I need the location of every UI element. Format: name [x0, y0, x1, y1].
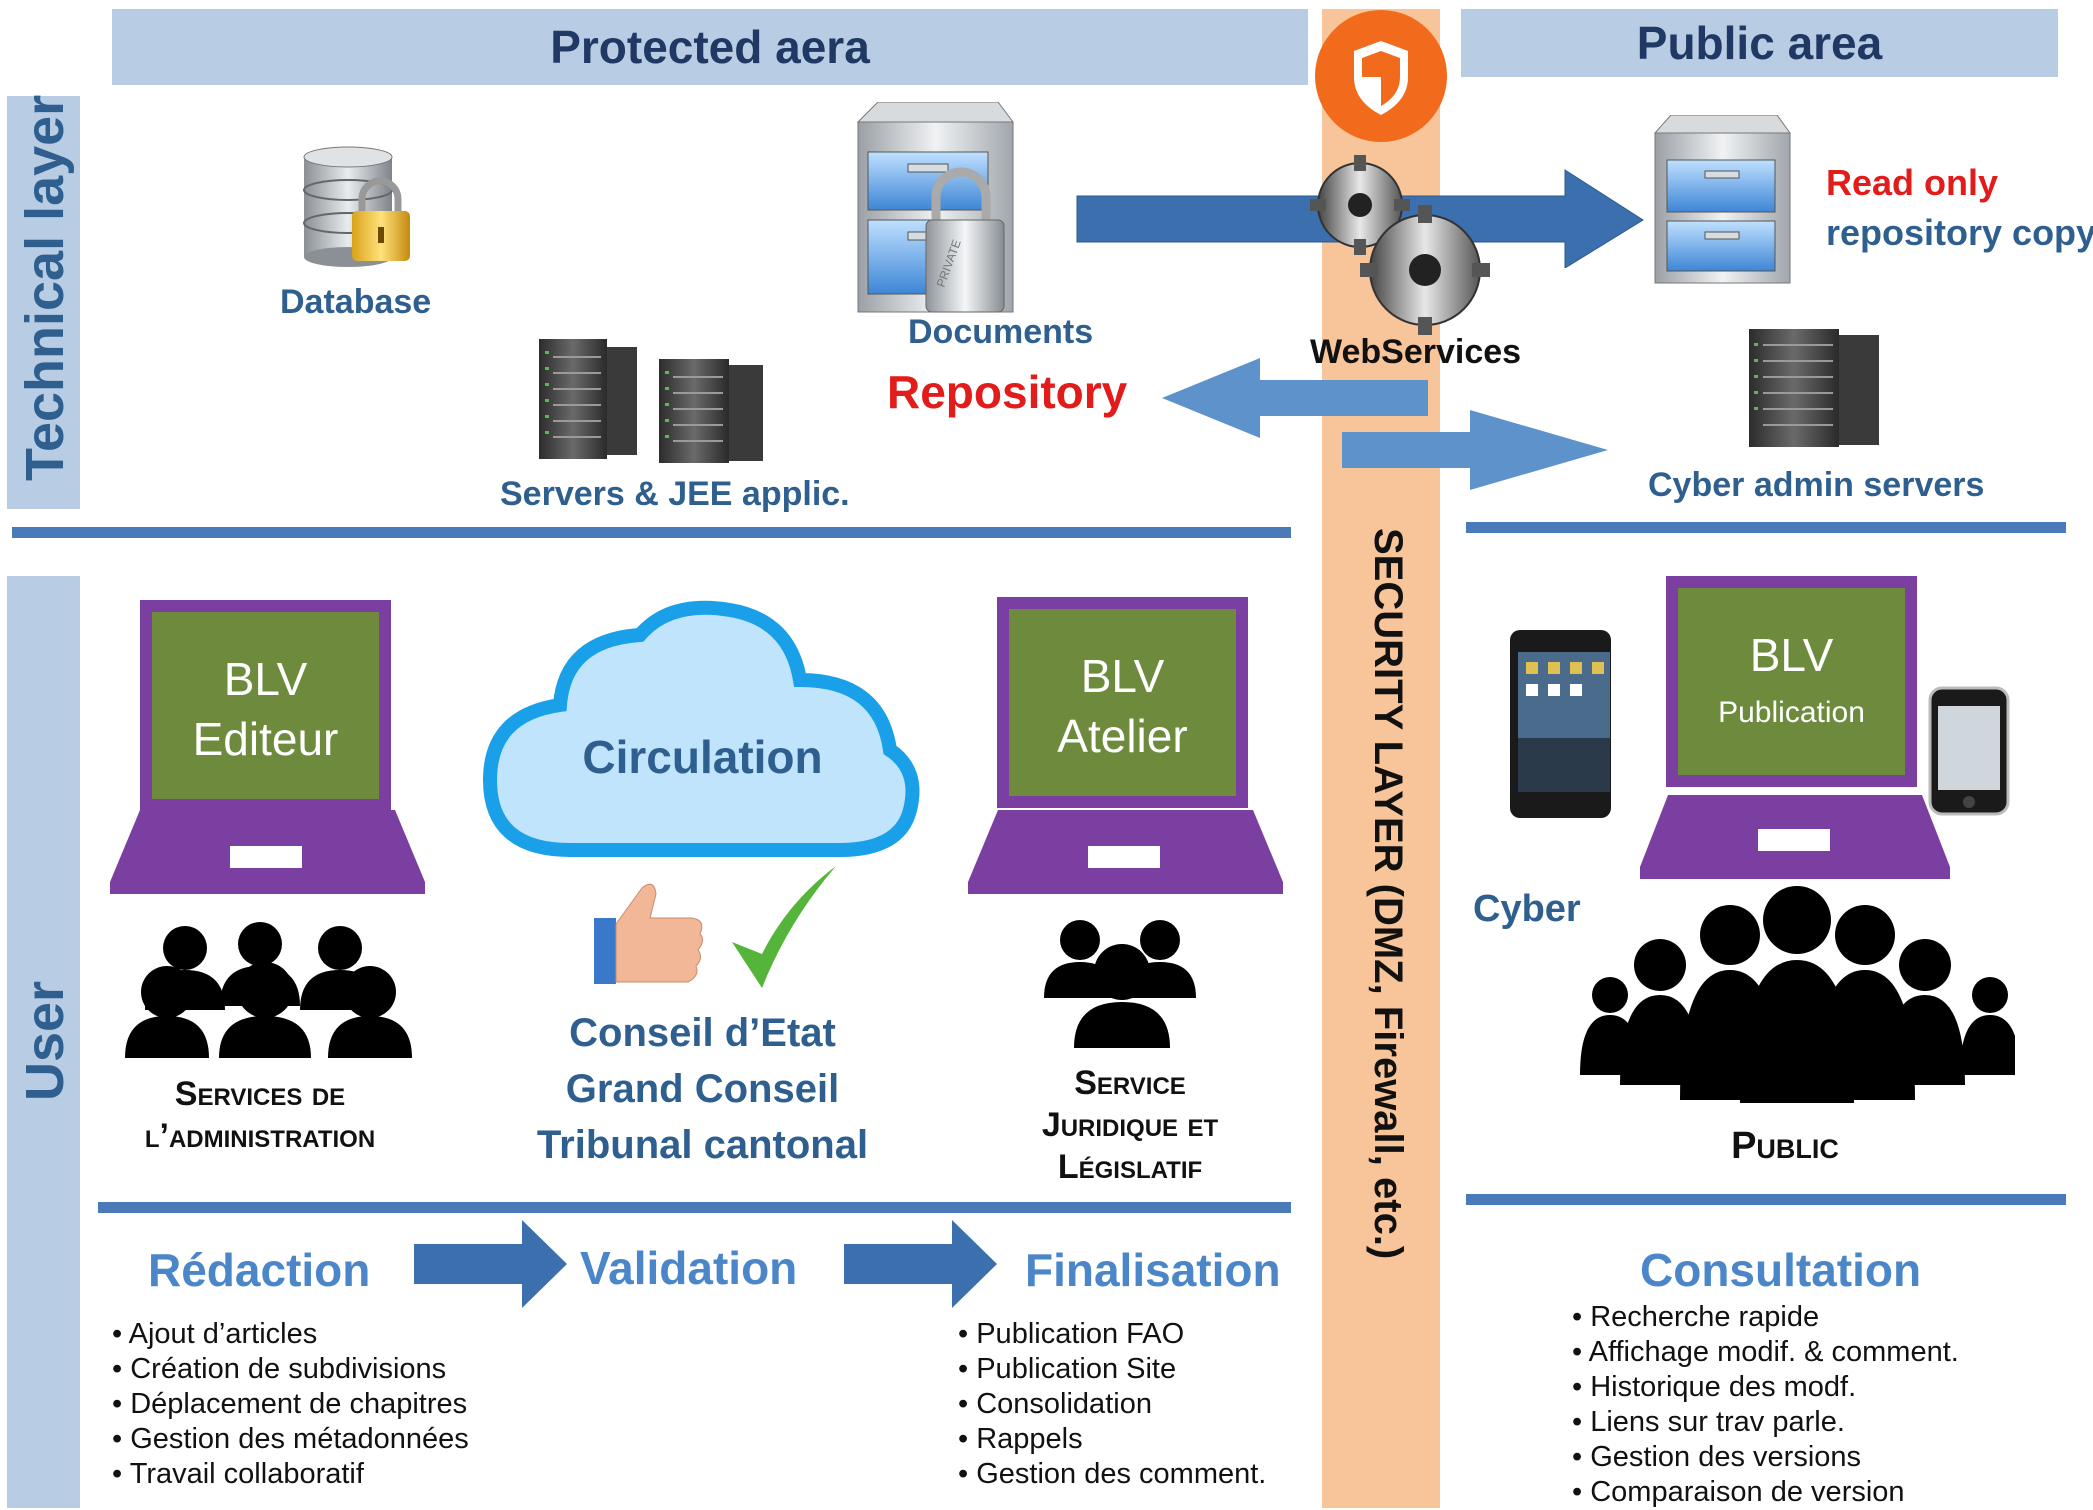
publication-laptop-base: [1640, 795, 1950, 879]
list-item: Publication FAO: [958, 1317, 1266, 1352]
thumbs-up-icon: [594, 883, 704, 984]
list-item: Création de subdivisions: [112, 1352, 469, 1387]
public-caption: Public: [1731, 1125, 1839, 1167]
list-item: Comparaison de version: [1572, 1475, 1959, 1510]
people-group-icon-left: [125, 922, 412, 1058]
list-item: Historique des modf.: [1572, 1370, 1959, 1405]
list-item: Rappels: [958, 1422, 1266, 1457]
protected-area-band: [112, 9, 1308, 85]
list-item: Gestion des métadonnées: [112, 1422, 469, 1457]
cyber-admin-label: Cyber admin servers: [1648, 466, 1985, 504]
documents-label: Documents: [908, 313, 1094, 351]
circulation-label: Circulation: [582, 731, 823, 783]
atelier-line2: Atelier: [1057, 710, 1188, 762]
read-only-line1: Read only: [1826, 162, 1999, 203]
list-item: Liens sur trav parle.: [1572, 1405, 1959, 1440]
divider-user-right: [1466, 1194, 2066, 1205]
database-label: Database: [280, 283, 432, 321]
tablet-icon: [1510, 630, 1611, 818]
protected-area-title: Protected aera: [550, 21, 870, 73]
list-item: Gestion des comment.: [958, 1457, 1266, 1492]
user-label: User: [15, 980, 75, 1102]
divider-user-left: [98, 1202, 1291, 1213]
public-area-title: Public area: [1636, 17, 1883, 69]
webservices-label: WebServices: [1310, 333, 1522, 371]
locked-cabinet-icon: PRIVATE: [856, 102, 1014, 313]
editeur-line1: BLV: [223, 653, 308, 705]
consultation-title: Consultation: [1640, 1244, 1922, 1296]
technical-layer-label: Technical layer: [15, 94, 75, 481]
people-group-icon-middle: [1044, 920, 1196, 1048]
publication-line2: Publication: [1718, 696, 1865, 729]
phone-icon: [1928, 686, 2010, 816]
atelier-line1: BLV: [1080, 650, 1165, 702]
publication-screen: BLV Publication: [1666, 576, 1917, 787]
services-caption: Services de l’administration: [95, 1073, 425, 1157]
technical-layer-sidebar: [7, 96, 80, 509]
repository-label: Repository: [887, 366, 1128, 418]
finalisation-title: Finalisation: [1025, 1244, 1281, 1296]
public-cabinet-icon: [1653, 115, 1791, 284]
arrow-validation-to-finalisation: [844, 1220, 997, 1308]
services-line1: Services de: [174, 1075, 346, 1113]
service-jur-line3: Législatif: [1057, 1148, 1203, 1186]
arrow-to-cyber-admin: [1342, 410, 1608, 490]
redaction-title: Rédaction: [148, 1244, 371, 1296]
editeur-laptop-base: [110, 810, 425, 894]
cyber-label: Cyber: [1473, 888, 1581, 930]
read-only-line2: repository copy: [1826, 212, 2093, 253]
crowd-icon: [1580, 886, 2015, 1103]
services-line2: l’administration: [144, 1117, 376, 1155]
validation-title: Validation: [580, 1242, 798, 1294]
list-item: Gestion des versions: [1572, 1440, 1959, 1475]
editeur-line2: Editeur: [192, 713, 339, 765]
shield-icon: [1315, 10, 1447, 142]
list-item: Travail collaboratif: [112, 1457, 469, 1492]
list-item: Recherche rapide: [1572, 1300, 1959, 1335]
checkmark-icon: [732, 866, 836, 988]
editeur-screen: BLV Editeur: [140, 600, 391, 811]
council-item: Tribunal cantonal: [536, 1123, 869, 1167]
gears-icon: [1310, 155, 1490, 335]
council-item: Grand Conseil: [565, 1067, 840, 1111]
service-juridique-caption: Service Juridique et Législatif: [980, 1062, 1280, 1188]
divider-technical-left: [12, 527, 1291, 538]
redaction-list: Ajout d’articles Création de subdivision…: [112, 1317, 469, 1492]
service-jur-line2: Juridique et: [1041, 1106, 1219, 1144]
server-rack-icon: [539, 339, 763, 463]
servers-label: Servers & JEE applic.: [500, 475, 850, 513]
user-sidebar: [7, 576, 80, 1508]
finalisation-list: Publication FAO Publication Site Consoli…: [958, 1317, 1266, 1492]
atelier-laptop-base: [968, 810, 1283, 894]
list-item: Consolidation: [958, 1387, 1266, 1422]
list-item: Publication Site: [958, 1352, 1266, 1387]
divider-technical-right: [1466, 522, 2066, 533]
list-item: Déplacement de chapitres: [112, 1387, 469, 1422]
cloud-icon: [482, 600, 920, 857]
councils-list: Conseil d’Etat Grand Conseil Tribunal ca…: [480, 1005, 925, 1173]
publication-line1: BLV: [1749, 629, 1834, 681]
arrow-to-repository: [1162, 358, 1428, 438]
security-layer-label: SECURITY LAYER (DMZ, Firewall, etc.): [1366, 528, 1410, 1260]
arrow-redaction-to-validation: [414, 1220, 567, 1308]
list-item: Affichage modif. & comment.: [1572, 1335, 1959, 1370]
atelier-screen: BLV Atelier: [997, 597, 1248, 808]
cyber-server-icon: [1749, 329, 1879, 447]
service-jur-line1: Service: [1074, 1064, 1186, 1102]
public-area-band: [1461, 9, 2058, 77]
council-item: Conseil d’Etat: [569, 1011, 836, 1055]
list-item: Ajout d’articles: [112, 1317, 469, 1352]
database-lock-icon: [303, 146, 410, 267]
consultation-list: Recherche rapide Affichage modif. & comm…: [1572, 1300, 1959, 1510]
